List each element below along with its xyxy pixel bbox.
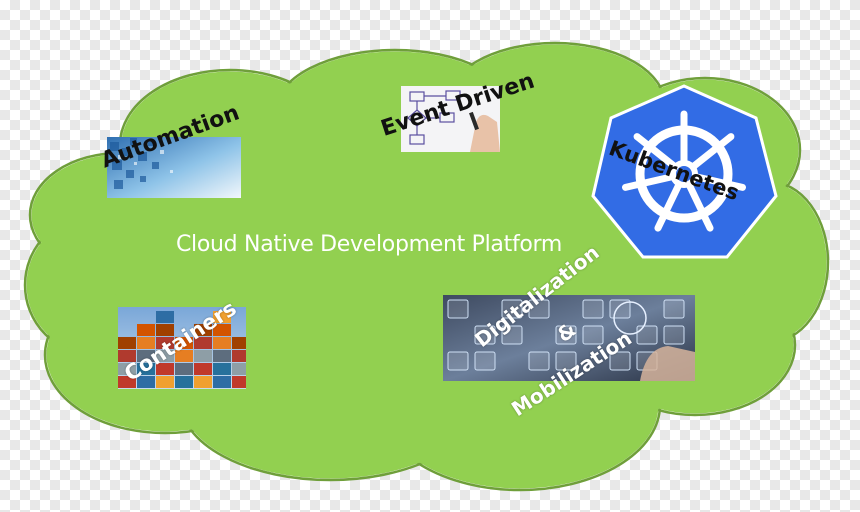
shipping-container <box>194 376 212 388</box>
shipping-container <box>175 363 193 375</box>
digital-icon-tile <box>555 325 577 345</box>
shipping-container <box>194 350 212 362</box>
digital-icon-tile <box>501 325 523 345</box>
kubernetes-logo <box>591 84 778 259</box>
shipping-container <box>118 337 136 349</box>
digital-icon-tile <box>609 351 631 371</box>
digital-icon-tile <box>474 351 496 371</box>
shipping-container <box>175 337 193 349</box>
digital-icon-tile <box>447 299 469 319</box>
shipping-container <box>232 350 246 362</box>
shipping-container <box>137 337 155 349</box>
digital-icon-tile <box>501 299 523 319</box>
shipping-container <box>156 324 174 336</box>
helm-spoke <box>633 133 677 169</box>
digital-icon-tile <box>447 351 469 371</box>
shipping-container <box>156 337 174 349</box>
shipping-container <box>213 376 231 388</box>
digitalization-image <box>443 295 695 381</box>
digital-icon-tile <box>474 325 496 345</box>
shipping-container <box>118 376 136 388</box>
shipping-container <box>137 324 155 336</box>
shipping-container <box>137 350 155 362</box>
digital-icon-tile <box>582 325 604 345</box>
center-title: Cloud Native Development Platform <box>176 232 563 257</box>
digital-icon-tile <box>636 325 658 345</box>
helm-spoke <box>654 183 682 232</box>
shipping-container <box>194 324 212 336</box>
shipping-container <box>194 363 212 375</box>
shipping-container <box>118 350 136 362</box>
digital-icon-tile <box>663 299 685 319</box>
event-driven-image <box>401 86 500 152</box>
helm-spoke <box>694 173 746 191</box>
shipping-container <box>137 376 155 388</box>
shipping-container <box>137 363 155 375</box>
shipping-container <box>156 350 174 362</box>
shipping-container <box>213 324 231 336</box>
shipping-container <box>213 337 231 349</box>
digital-icon-tile <box>663 325 685 345</box>
shipping-container <box>232 363 246 375</box>
helm-spoke <box>686 183 714 232</box>
automation-image <box>107 137 241 198</box>
shipping-container <box>156 376 174 388</box>
shipping-container <box>213 311 231 323</box>
shipping-container <box>232 337 246 349</box>
digital-icon-tile <box>528 299 550 319</box>
shipping-container <box>118 363 136 375</box>
shipping-container <box>175 376 193 388</box>
digital-icon-tile <box>582 299 604 319</box>
shipping-container <box>194 337 212 349</box>
containers-image <box>118 307 246 389</box>
shipping-container <box>156 311 174 323</box>
digital-icon-tile <box>528 351 550 371</box>
shipping-container <box>156 363 174 375</box>
shipping-container <box>175 350 193 362</box>
shipping-container <box>213 350 231 362</box>
helm-spoke <box>622 173 674 191</box>
helm-spoke <box>691 133 735 169</box>
shipping-container <box>232 376 246 388</box>
shipping-container <box>213 363 231 375</box>
digital-icon-tile <box>555 351 577 371</box>
